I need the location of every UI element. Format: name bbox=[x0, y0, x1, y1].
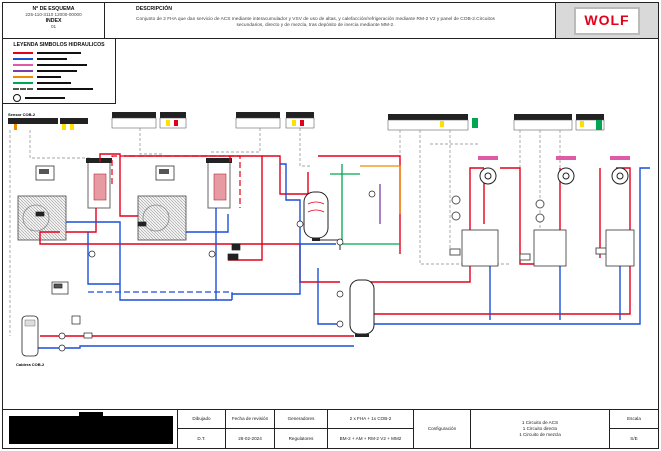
regulators-label: Regulatores bbox=[274, 428, 328, 449]
footer-logo-cell bbox=[2, 409, 178, 449]
description-label: DESCRIPCIÓN bbox=[136, 6, 173, 12]
generators-label: Generadores bbox=[274, 409, 328, 429]
boiler: Caldera COB-2 bbox=[16, 315, 45, 367]
sensor-label: Sensor COB-2 bbox=[8, 112, 36, 117]
configuration-value: 1 Circuito de ACS 1 Circuito directo 1 C… bbox=[470, 409, 610, 449]
config-line-2: 1 Circuito directo bbox=[522, 426, 558, 431]
wolf-logo: WOLF bbox=[574, 6, 640, 35]
wolf-logo-text: WOLF bbox=[584, 11, 630, 28]
scheme-number-label: Nº DE ESQUEMA bbox=[32, 6, 75, 12]
generators-value: 2 x FHA + 1x COB-2 bbox=[327, 409, 414, 429]
legend-orange-line bbox=[13, 76, 103, 78]
legend-box: LEYENDA SIMBOLOS HIDRAULICOS bbox=[2, 38, 116, 104]
revision-label: Fecha de revisión bbox=[225, 409, 275, 429]
legend-red-line bbox=[13, 52, 103, 54]
return-piping-blue bbox=[24, 163, 650, 349]
legend-pink-line bbox=[13, 64, 103, 66]
dhw-piping bbox=[316, 164, 401, 250]
scale-value: S/E bbox=[609, 428, 659, 449]
legend-rows bbox=[13, 52, 103, 102]
dhw-tank bbox=[303, 191, 329, 241]
pumps-valves bbox=[35, 190, 376, 352]
hydraulic-diagram: Sensor COB-2 bbox=[8, 112, 650, 367]
redacted-block bbox=[9, 416, 173, 444]
heating-circuits bbox=[449, 156, 635, 267]
boiler-label: Caldera COB-2 bbox=[16, 362, 45, 367]
dashed-supply bbox=[111, 155, 241, 208]
redacted-block-top bbox=[79, 412, 103, 418]
dashed-return bbox=[88, 291, 233, 300]
legend-green-line bbox=[13, 82, 103, 84]
index-value: 01 bbox=[50, 24, 57, 29]
terminal-strips: Sensor COB-2 bbox=[8, 112, 605, 131]
configuration-label: Configuración bbox=[413, 409, 471, 449]
scale-label: Escala bbox=[609, 409, 659, 429]
index-label: INDEX bbox=[45, 18, 62, 24]
regulators-value: BM-2 + AM + RM-2 V2 + MM2 bbox=[327, 428, 414, 449]
buffer-tank bbox=[349, 279, 375, 337]
legend-purple-line bbox=[13, 70, 103, 72]
config-line-1: 1 Circuito de ACS bbox=[521, 420, 559, 425]
legend-dashed-line bbox=[13, 88, 103, 90]
description-box: DESCRIPCIÓN Conjunto de 2 FHA que dan se… bbox=[104, 2, 556, 39]
legend-blue-line bbox=[13, 58, 103, 60]
revision-value: 26-02-2024 bbox=[225, 428, 275, 449]
scheme-number-box: Nº DE ESQUEMA 225-110-3110 12000-00000 I… bbox=[2, 2, 105, 39]
heat-pump-1 bbox=[17, 158, 112, 241]
legend-sensor-symbol bbox=[13, 94, 103, 102]
drawn-label: Dibujado bbox=[177, 409, 226, 429]
config-line-3: 1 Circuito de mezcla bbox=[519, 432, 561, 437]
heat-pump-2 bbox=[137, 158, 232, 241]
scheme-number-value: 225-110-3110 12000-00000 bbox=[25, 12, 82, 17]
description-text: Conjunto de 2 FHA que dan servicio de AC… bbox=[136, 17, 495, 28]
logo-box: WOLF bbox=[555, 2, 659, 39]
legend-title: LEYENDA SIMBOLOS HIDRAULICOS bbox=[13, 42, 105, 48]
drawn-value: D.T. bbox=[177, 428, 226, 449]
